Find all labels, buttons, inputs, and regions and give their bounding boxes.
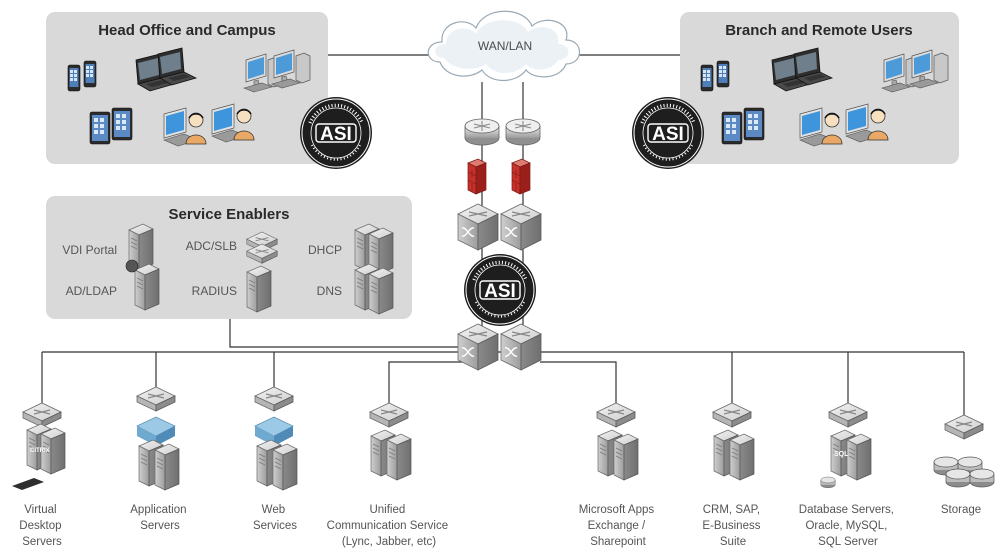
radius-server-icon [246, 265, 272, 313]
msapps-label-line: Exchange / [588, 520, 646, 532]
storage-label: Storage [941, 504, 981, 516]
crm-label-line: E-Business [702, 520, 760, 532]
dns-server-icon [368, 267, 394, 315]
cd-icon [125, 259, 139, 273]
vds-label-line: Servers [22, 536, 62, 548]
crm-label: CRM, SAP, E-Business Suite [702, 504, 763, 548]
dns-label: DNS [317, 284, 342, 298]
web-tier-side [274, 426, 293, 446]
bottom-devices: CITRIX SQL [12, 386, 995, 491]
crm-label-line: CRM, SAP, [703, 504, 760, 516]
service-enablers: VDI Portal AD/LDAP ADC/SLB RADIUS DHCP D… [62, 223, 394, 315]
asi-logo-head-office: ASI [298, 95, 374, 171]
asi-logo-head-office-text: ASI [320, 124, 352, 145]
web-switch-icon [254, 386, 294, 412]
db-label-line: Database Servers, [799, 504, 894, 516]
crm-server-icon [729, 433, 755, 481]
dist-switch-left [457, 323, 499, 371]
crm-label-line: Suite [720, 536, 746, 548]
ucs-label: Unified Communication Service (Lync, Jab… [327, 504, 452, 548]
app-tier-side [156, 426, 175, 446]
sql-badge: SQL [834, 451, 849, 458]
db-label-line: SQL Server [818, 536, 878, 548]
crm-switch-icon [712, 402, 752, 428]
tablet-icon [721, 111, 743, 145]
db-server-icon [846, 433, 872, 481]
tablet-icon [111, 107, 133, 141]
ucs-label-line: (Lync, Jabber, etc) [342, 536, 436, 548]
db-label-line: Oracle, MySQL, [805, 520, 887, 532]
core-switch-left [457, 203, 499, 251]
web-server-icon [272, 443, 298, 491]
web-label-line: Services [253, 520, 297, 532]
vds-label: Virtual Desktop Servers [19, 504, 64, 548]
service-enablers-title: Service Enablers [169, 206, 290, 223]
desktop-icon [271, 49, 311, 89]
storage-disk-icon [969, 468, 995, 488]
msapps-server-icon [613, 433, 639, 481]
citrix-badge: CITRIX [30, 448, 50, 454]
msapps-switch-icon [596, 402, 636, 428]
asi-logo-branch: ASI [630, 95, 706, 171]
app-label-line: Servers [140, 520, 180, 532]
msapps-label-line: Sharepoint [590, 536, 646, 548]
adc-slb-label: ADC/SLB [186, 239, 237, 253]
ucs-label-line: Communication Service [327, 520, 448, 532]
keyboard-icon [12, 478, 44, 490]
wan-router-right [505, 118, 541, 146]
app-label-line: Application [130, 504, 186, 516]
ucs-switch-icon [369, 402, 409, 428]
asi-logo-branch-text: ASI [652, 124, 684, 145]
dhcp-label: DHCP [308, 243, 342, 257]
app-server-icon [154, 443, 180, 491]
db-disk-icon [820, 476, 836, 489]
web-label: Web Services [253, 504, 297, 532]
storage-label-line: Storage [941, 504, 981, 516]
branch-title: Branch and Remote Users [725, 22, 913, 39]
bottom-labels: Virtual Desktop Servers Application Serv… [19, 504, 981, 548]
tablet-icon [743, 107, 765, 141]
wan-cloud: WAN/LAN [427, 10, 581, 82]
firewall-left [467, 158, 487, 195]
storage-switch-icon [944, 414, 984, 440]
firewall-right [511, 158, 531, 195]
vdi-portal-label: VDI Portal [62, 243, 117, 257]
dist-switch-right [500, 323, 542, 371]
db-label: Database Servers, Oracle, MySQL, SQL Ser… [799, 504, 897, 548]
vds-label-line: Desktop [19, 520, 61, 532]
tablet-icon [89, 111, 111, 145]
ucs-server-icon [386, 433, 412, 481]
app-label: Application Servers [130, 504, 189, 532]
msapps-label: Microsoft Apps Exchange / Sharepoint [579, 504, 658, 548]
phone-icon [67, 64, 81, 92]
wan-router-left [464, 118, 500, 146]
phone-icon [700, 64, 714, 92]
ucs-label-line: Unified [369, 504, 405, 516]
radius-label: RADIUS [192, 284, 237, 298]
vds-label-line: Virtual [24, 504, 56, 516]
desktop-icon [909, 49, 949, 89]
asi-logo-center: ASI [462, 252, 538, 328]
asi-logo-center-text: ASI [484, 281, 516, 302]
web-label-line: Web [262, 504, 285, 516]
head-office-title: Head Office and Campus [98, 22, 276, 39]
ad-ldap-label: AD/LDAP [66, 284, 117, 298]
core-switch-right [500, 203, 542, 251]
wan-cloud-label: WAN/LAN [478, 39, 532, 53]
phone-icon [716, 60, 730, 88]
vds-switch-icon [22, 402, 62, 428]
db-switch-icon [828, 402, 868, 428]
phone-icon [83, 60, 97, 88]
storage-disk-icon [945, 468, 971, 488]
msapps-label-line: Microsoft Apps [579, 504, 655, 516]
app-switch-icon [136, 386, 176, 412]
ad-server-icon [134, 263, 160, 311]
